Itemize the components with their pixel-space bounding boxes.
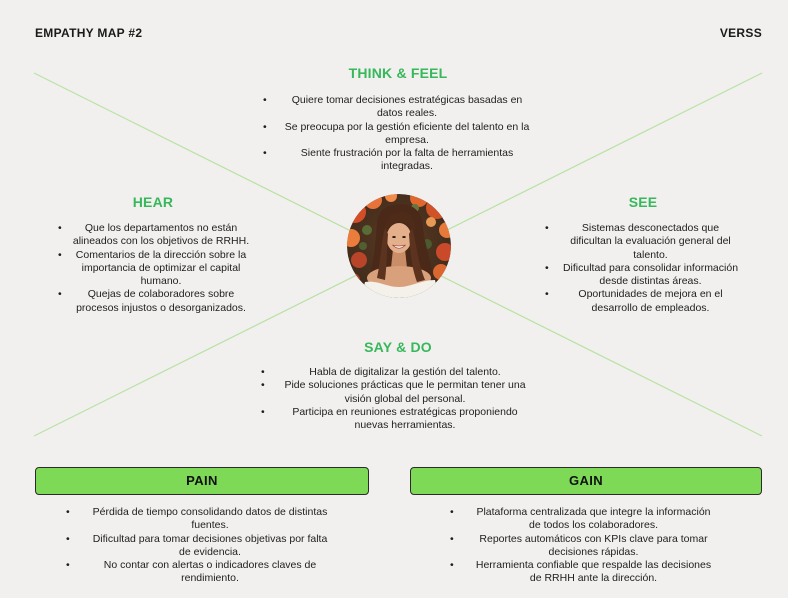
think-feel-heading: THINK & FEEL (348, 65, 448, 81)
pain-item: No contar con alertas o indicadores clav… (66, 559, 330, 586)
think-feel-list: Quiere tomar decisiones estratégicas bas… (263, 94, 533, 174)
gain-item: Herramienta confiable que respalde las d… (450, 559, 714, 586)
say-do-list: Habla de digitalizar la gestión del tale… (261, 366, 530, 433)
map-title: EMPATHY MAP #2 (35, 26, 143, 40)
think-feel-item: Siente frustración por la falta de herra… (263, 147, 533, 174)
pain-header-box: PAIN (35, 467, 369, 495)
see-list: Sistemas desconectados que dificultan la… (545, 222, 739, 315)
gain-list: Plataforma centralizada que integre la i… (450, 506, 714, 586)
say-do-item: Pide soluciones prácticas que le permita… (261, 379, 530, 406)
pain-item: Pérdida de tiempo consolidando datos de … (66, 506, 330, 533)
profile-photo (347, 194, 451, 298)
gain-item: Plataforma centralizada que integre la i… (450, 506, 714, 533)
gain-item: Reportes automáticos con KPIs clave para… (450, 533, 714, 560)
see-item: Dificultad para consolidar información d… (545, 262, 739, 289)
think-feel-item: Quiere tomar decisiones estratégicas bas… (263, 94, 533, 121)
gain-header-box: GAIN (410, 467, 762, 495)
person-photo-icon (347, 194, 451, 298)
see-item: Oportunidades de mejora en el desarrollo… (545, 288, 739, 315)
brand-name: VERSS (719, 26, 762, 40)
say-do-item: Participa en reuniones estratégicas prop… (261, 406, 530, 433)
hear-list: Que los departamentos no están alineados… (58, 222, 253, 315)
say-do-item: Habla de digitalizar la gestión del tale… (261, 366, 530, 380)
hear-item: Quejas de colaboradores sobre procesos i… (58, 288, 253, 315)
see-heading: SEE (628, 194, 658, 210)
pain-list: Pérdida de tiempo consolidando datos de … (66, 506, 330, 586)
see-item: Sistemas desconectados que dificultan la… (545, 222, 739, 262)
hear-heading: HEAR (132, 194, 174, 210)
say-do-heading: SAY & DO (364, 339, 432, 355)
hear-item: Que los departamentos no están alineados… (58, 222, 253, 249)
think-feel-item: Se preocupa por la gestión eficiente del… (263, 121, 533, 148)
hear-item: Comentarios de la dirección sobre la imp… (58, 249, 253, 289)
pain-item: Dificultad para tomar decisiones objetiv… (66, 533, 330, 560)
